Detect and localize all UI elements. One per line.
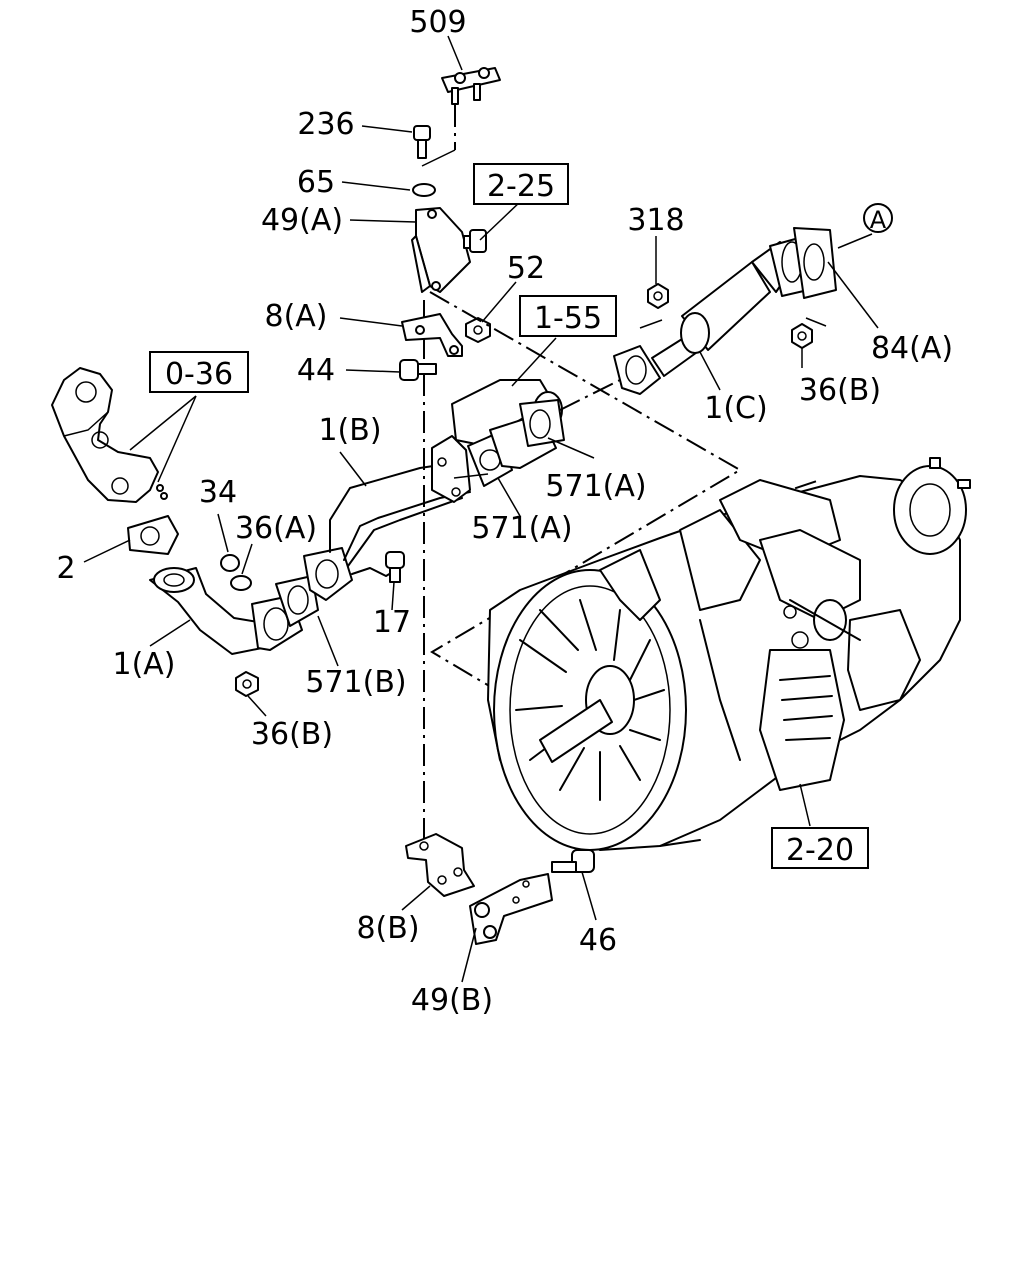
nut-34	[220, 554, 240, 572]
gasket-571a-2	[489, 399, 565, 469]
callout-1b: 1(B)	[318, 413, 381, 448]
callout-571a-1: 571(A)	[545, 469, 646, 504]
clamp-bracket-509	[441, 67, 501, 105]
assembly-line-1	[429, 291, 742, 691]
bracket-49a	[411, 207, 471, 293]
ref-0-36-label: 0-36	[165, 357, 233, 392]
bolt-44	[399, 359, 437, 381]
ref-2-25-label: 2-25	[487, 169, 555, 204]
bracket-8b	[405, 833, 475, 897]
gasket-571b	[275, 575, 319, 627]
bolt-17	[385, 551, 405, 583]
reference-box-2-25: 2-25	[473, 163, 569, 205]
callout-571b: 571(B)	[305, 665, 406, 700]
exhaust-manifold	[51, 367, 168, 503]
callout-46: 46	[579, 923, 617, 958]
reference-box-1-55: 1-55	[519, 295, 617, 337]
nut-36b-lower	[235, 671, 259, 697]
callout-36b-upper: 36(B)	[799, 373, 881, 408]
leader-lines	[83, 35, 879, 983]
catalytic-converter-1c	[613, 235, 809, 395]
callout-8b: 8(B)	[356, 911, 419, 946]
callout-1a: 1(A)	[112, 647, 175, 682]
bolt-2-25	[463, 229, 487, 253]
callout-49b: 49(B)	[411, 983, 493, 1018]
callout-65: 65	[297, 165, 335, 200]
ref-2-20-label: 2-20	[786, 833, 854, 868]
washer-36a	[230, 575, 252, 591]
nut-36b-upper	[791, 323, 813, 349]
callout-36a: 36(A)	[235, 511, 317, 546]
callout-34: 34	[199, 475, 237, 510]
ref-1-55-label: 1-55	[534, 301, 602, 336]
nut-318	[647, 283, 669, 309]
callout-571a-2: 571(A)	[471, 511, 572, 546]
reference-box-0-36: 0-36	[149, 351, 249, 393]
callout-236: 236	[297, 107, 354, 142]
callout-8a: 8(A)	[264, 299, 327, 334]
callout-36b-lower: 36(B)	[251, 717, 333, 752]
bolt-46	[551, 849, 595, 873]
callout-52: 52	[507, 251, 545, 286]
reference-box-2-20: 2-20	[771, 827, 869, 869]
exhaust-pipe-1a	[149, 567, 303, 655]
callout-2: 2	[56, 551, 75, 586]
callout-318: 318	[627, 203, 684, 238]
washer-65	[412, 183, 436, 197]
circle-a-marker: A	[863, 203, 893, 234]
callout-1c: 1(C)	[704, 391, 767, 426]
callout-44: 44	[297, 353, 335, 388]
gasket-84a	[793, 227, 837, 299]
transmission-assembly	[487, 457, 971, 851]
circle-a-label: A	[870, 206, 887, 234]
bolt-236	[413, 125, 431, 159]
nut-52	[465, 317, 491, 343]
callout-17: 17	[373, 605, 411, 640]
bracket-8a	[401, 313, 463, 357]
callout-84a: 84(A)	[871, 331, 953, 366]
callout-49a: 49(A)	[261, 203, 343, 238]
assembly-line-2	[559, 379, 621, 411]
bracket-49b	[469, 873, 553, 945]
callout-509: 509	[409, 5, 466, 40]
gasket-2	[127, 515, 179, 555]
